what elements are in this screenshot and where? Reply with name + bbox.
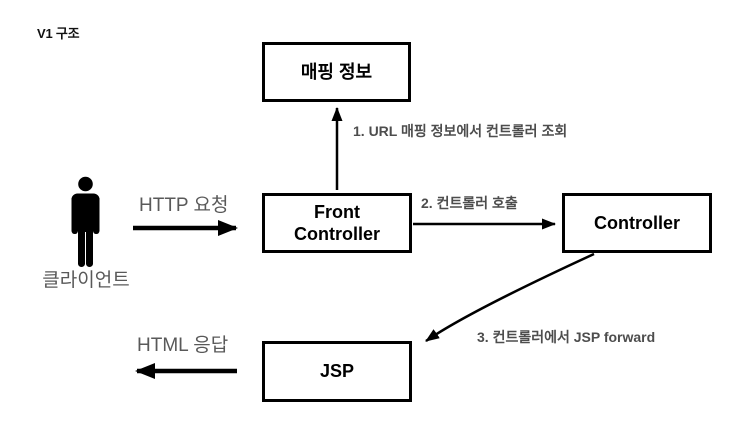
step1-lookup-label: 1. URL 매핑 정보에서 컨트롤러 조회 <box>353 123 568 139</box>
html-response-label: HTML 응답 <box>137 335 229 356</box>
client-label: 클라이언트 <box>42 270 130 291</box>
forward-arrow <box>425 252 595 343</box>
node-mapping-info: 매핑 정보 <box>262 42 411 102</box>
step3-forward-label: 3. 컨트롤러에서 JSP forward <box>477 329 656 345</box>
diagram-title: V1 구조 <box>37 26 80 41</box>
node-controller: Controller <box>562 193 712 253</box>
client-icon <box>71 176 100 267</box>
step2-call-label: 2. 컨트롤러 호출 <box>421 195 518 211</box>
node-front-controller: Front Controller <box>262 193 412 253</box>
node-jsp: JSP <box>262 341 412 402</box>
http-request-label: HTTP 요청 <box>139 195 229 216</box>
